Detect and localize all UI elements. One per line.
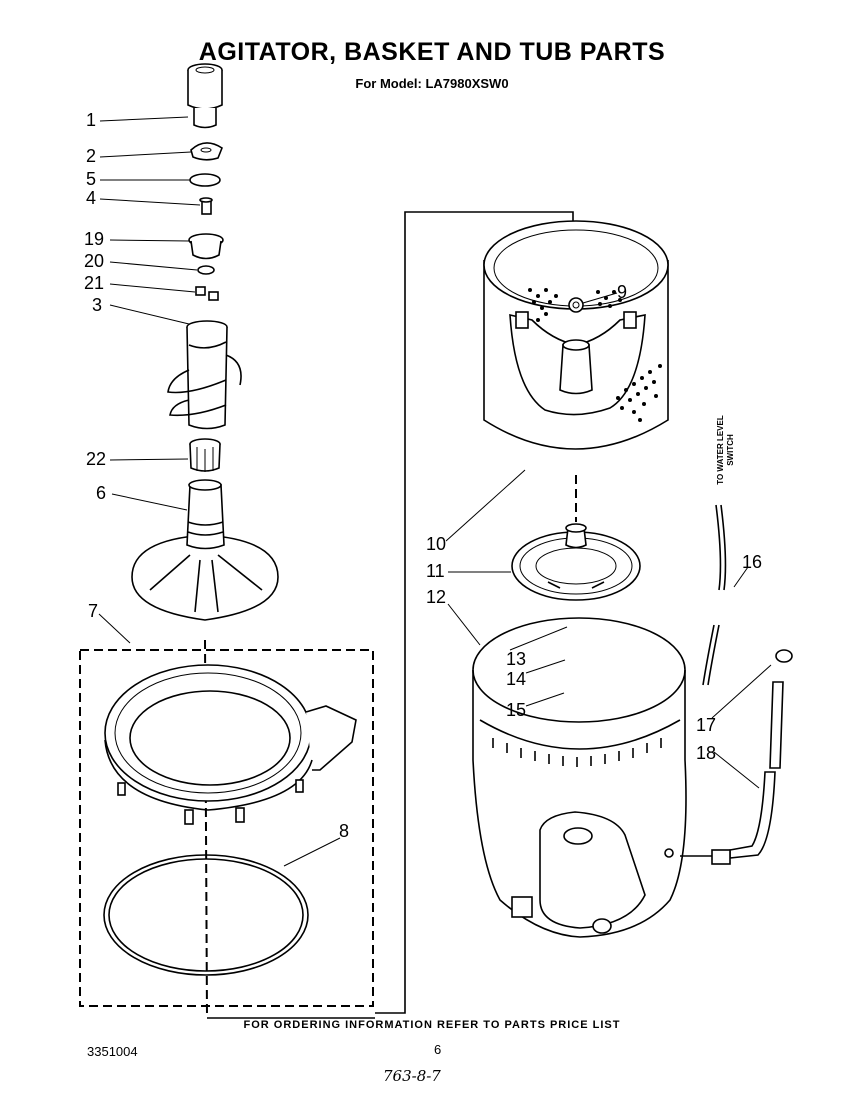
part-8-gasket [103, 854, 309, 976]
callout-19: 19 [84, 229, 105, 249]
callout-4: 4 [86, 188, 97, 208]
part-17-clamp [775, 649, 793, 663]
callout-leaders [98, 116, 772, 867]
document-number: 3351004 [87, 1044, 138, 1059]
dashed-group-box [79, 649, 374, 1007]
part-4-bolt [199, 197, 213, 215]
tub-rim-tabs [492, 738, 662, 767]
callout-11: 11 [426, 561, 445, 581]
callout-12: 12 [426, 587, 447, 607]
callout-14: 14 [506, 669, 527, 689]
part-6-agitator-base [131, 479, 279, 621]
part-12-outer-tub [472, 617, 687, 938]
water-level-switch-label: TO WATER LEVEL SWITCH [716, 415, 735, 485]
callout-16: 16 [742, 552, 763, 572]
handwritten-note: 763-8-7 [383, 1067, 441, 1085]
part-22-bearing [189, 438, 221, 472]
part-1-cap [187, 63, 223, 129]
callout-15: 15 [506, 700, 527, 720]
part-19-dog-cam [188, 233, 224, 260]
callout-5: 5 [86, 169, 97, 189]
callout-13: 13 [506, 649, 527, 669]
part-7-tub-ring [104, 664, 357, 825]
callout-18: 18 [696, 743, 717, 763]
callout-3: 3 [92, 295, 103, 315]
callout-9: 9 [617, 282, 628, 302]
page-number: 6 [434, 1042, 442, 1057]
callout-20: 20 [84, 251, 105, 271]
part-20-washer [197, 265, 215, 275]
callout-6: 6 [96, 483, 107, 503]
part-2-cam [190, 142, 223, 161]
basket-perforations [528, 288, 662, 422]
callout-7: 7 [88, 601, 99, 621]
part-5-ring [189, 173, 221, 187]
callout-17: 17 [696, 715, 717, 735]
callout-8: 8 [339, 821, 350, 841]
part-3-agitator-barrel [167, 320, 242, 430]
callout-21: 21 [84, 273, 105, 293]
ordering-note: FOR ORDERING INFORMATION REFER TO PARTS … [243, 1019, 621, 1031]
callout-1: 1 [86, 110, 97, 130]
callout-10: 10 [426, 534, 447, 554]
callout-2: 2 [86, 146, 97, 166]
page-title: AGITATOR, BASKET AND TUB PARTS [198, 38, 666, 66]
part-10-basket [483, 220, 669, 450]
part-11-hub [511, 523, 641, 601]
callout-22: 22 [86, 449, 107, 469]
part-21-dogs [195, 286, 219, 301]
part-18-hose [680, 681, 784, 865]
part-16-air-hose [702, 504, 727, 686]
model-subtitle: For Model: LA7980XSW0 [355, 76, 509, 91]
